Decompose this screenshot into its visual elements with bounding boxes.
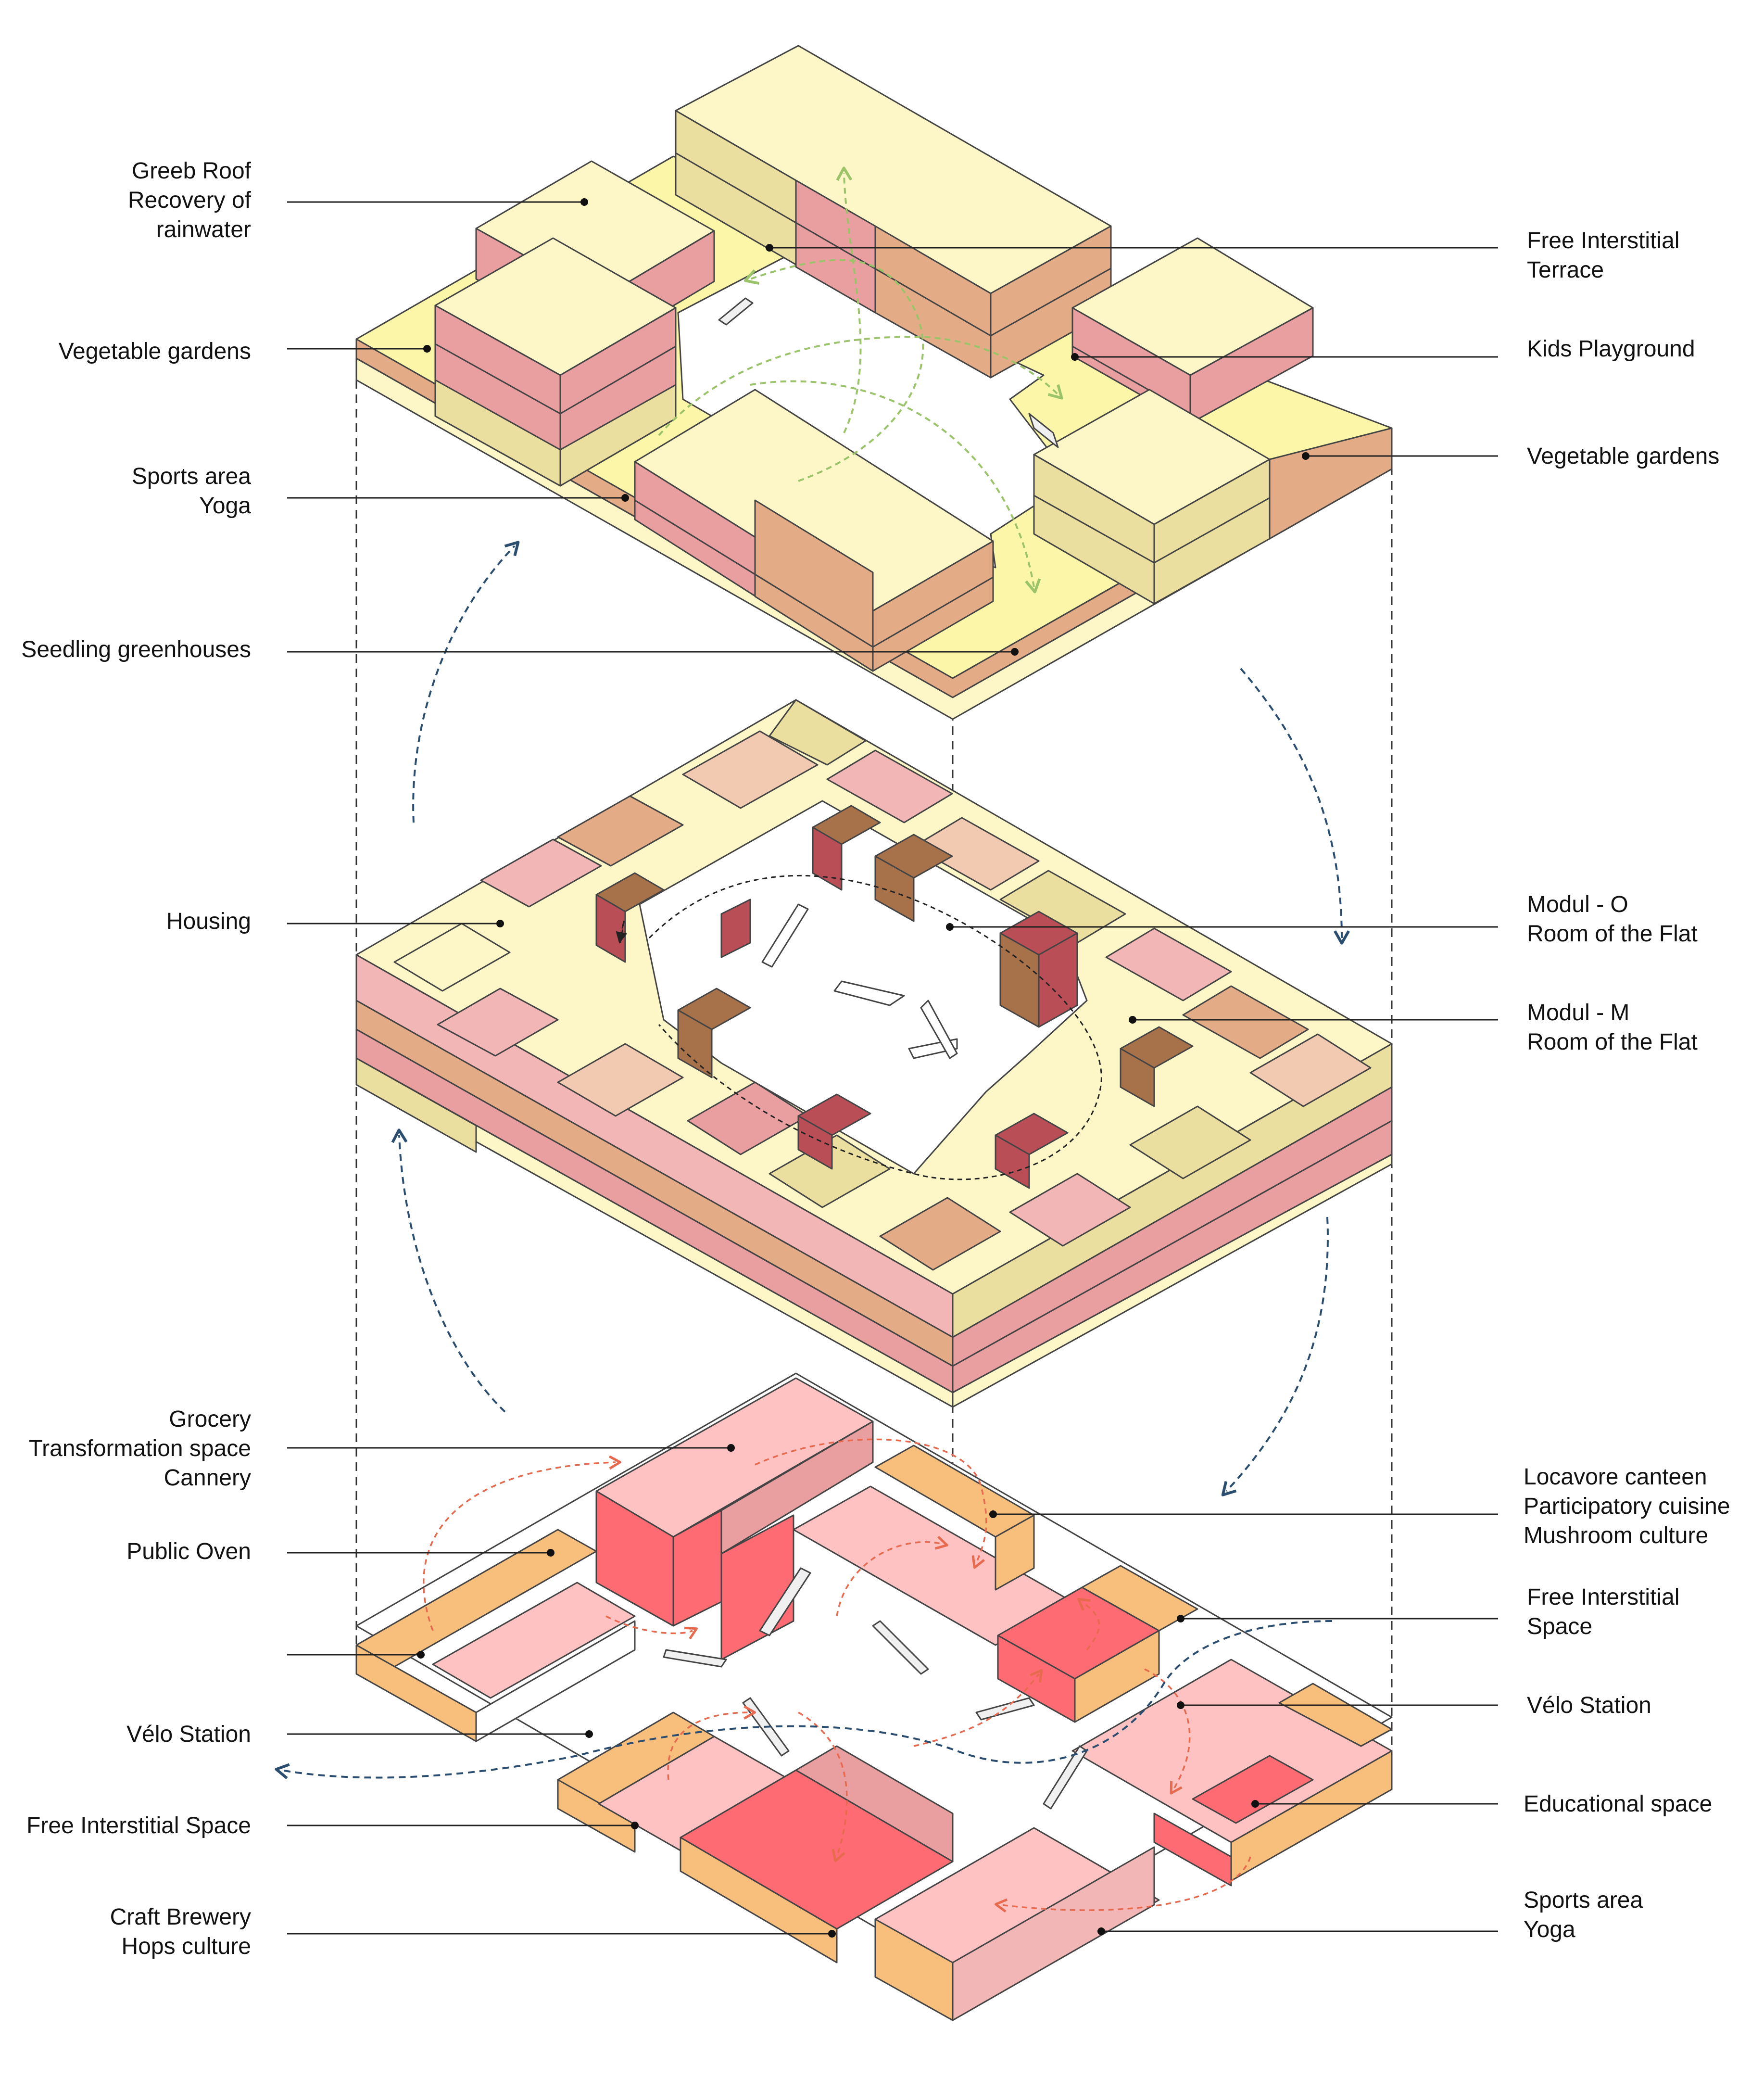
label-line: Sports area: [131, 464, 251, 489]
label-line: Craft Brewery: [110, 1904, 251, 1930]
label-line: Transformation space: [28, 1436, 251, 1461]
label-line: Cannery: [164, 1465, 251, 1491]
label-line: Educational space: [1524, 1791, 1713, 1817]
housing-level: [355, 699, 1393, 1408]
label-line: Free Interstitial Space: [26, 1813, 251, 1838]
housing-circulation-arrows: [616, 874, 1102, 1180]
label-line: Greeb Roof: [131, 158, 251, 184]
label-free-interstitial-terrace: Free Interstitial Terrace: [1527, 226, 1679, 285]
label-line: Free Interstitial: [1527, 228, 1680, 253]
ground-circulation-arrows: [423, 1438, 1251, 1913]
label-line: Vegetable gardens: [1527, 443, 1720, 469]
label-line: Modul - M: [1527, 1000, 1630, 1026]
label-line: rainwater: [156, 217, 251, 242]
label-grocery: Grocery Transformation space Cannery: [29, 1405, 251, 1493]
label-line: Vélo Station: [126, 1722, 251, 1747]
label-free-interstitial-space-right: Free Interstitial Space: [1527, 1583, 1679, 1641]
label-line: Terrace: [1527, 257, 1604, 283]
label-line: Sports area: [1524, 1888, 1643, 1913]
label-line: Locavore canteen: [1524, 1464, 1707, 1490]
label-line: Vegetable gardens: [58, 339, 251, 364]
label-velo-station-right: Vélo Station: [1527, 1691, 1651, 1720]
roof-level: [355, 45, 1393, 720]
label-sports-area-roof: Sports area Yoga: [132, 462, 251, 520]
label-sports-area-ground: Sports area Yoga: [1524, 1886, 1643, 1944]
label-line: Recovery of: [127, 188, 251, 213]
ground-level: [355, 1372, 1393, 2021]
label-line: Yoga: [199, 493, 251, 519]
label-line: Grocery: [169, 1406, 251, 1432]
label-educational-space: Educational space: [1524, 1789, 1712, 1819]
label-line: Room of the Flat: [1527, 921, 1698, 947]
label-vegetable-gardens-left: Vegetable gardens: [59, 337, 251, 366]
label-line: Free Interstitial: [1527, 1584, 1680, 1610]
label-line: Vélo Station: [1527, 1693, 1651, 1718]
label-line: Seedling greenhouses: [21, 637, 251, 662]
label-line: Housing: [166, 909, 251, 934]
leader-lines: [287, 201, 1498, 1935]
leader-dots: [417, 198, 1310, 1938]
label-velo-station-left: Vélo Station: [126, 1720, 251, 1749]
roof-circulation-arrows: [658, 166, 1063, 594]
label-vegetable-gardens-right: Vegetable gardens: [1527, 442, 1719, 471]
label-green-roof: Greeb Roof Recovery of rainwater: [128, 156, 251, 244]
label-housing: Housing: [166, 907, 251, 936]
label-line: Participatory cuisine: [1524, 1494, 1730, 1519]
label-line: Hops culture: [121, 1934, 251, 1959]
label-line: Room of the Flat: [1527, 1029, 1698, 1055]
label-kids-playground: Kids Playground: [1527, 334, 1695, 364]
label-line: Mushroom culture: [1524, 1523, 1709, 1548]
label-line: Yoga: [1524, 1917, 1575, 1942]
label-seedling-greenhouses: Seedling greenhouses: [21, 635, 251, 664]
label-line: Public Oven: [126, 1539, 251, 1564]
label-line: Kids Playground: [1527, 336, 1695, 362]
label-craft-brewery: Craft Brewery Hops culture: [110, 1902, 251, 1961]
cycle-arrows: [275, 541, 1350, 1779]
label-modul-o: Modul - O Room of the Flat: [1527, 890, 1698, 949]
label-line: Modul - O: [1527, 892, 1628, 917]
label-free-interstitial-space-left: Free Interstitial Space: [26, 1811, 251, 1840]
label-line: Space: [1527, 1614, 1593, 1639]
label-public-oven: Public Oven: [126, 1537, 251, 1566]
label-locavore-canteen: Locavore canteen Participatory cuisine M…: [1524, 1462, 1730, 1550]
label-modul-m: Modul - M Room of the Flat: [1527, 998, 1698, 1057]
